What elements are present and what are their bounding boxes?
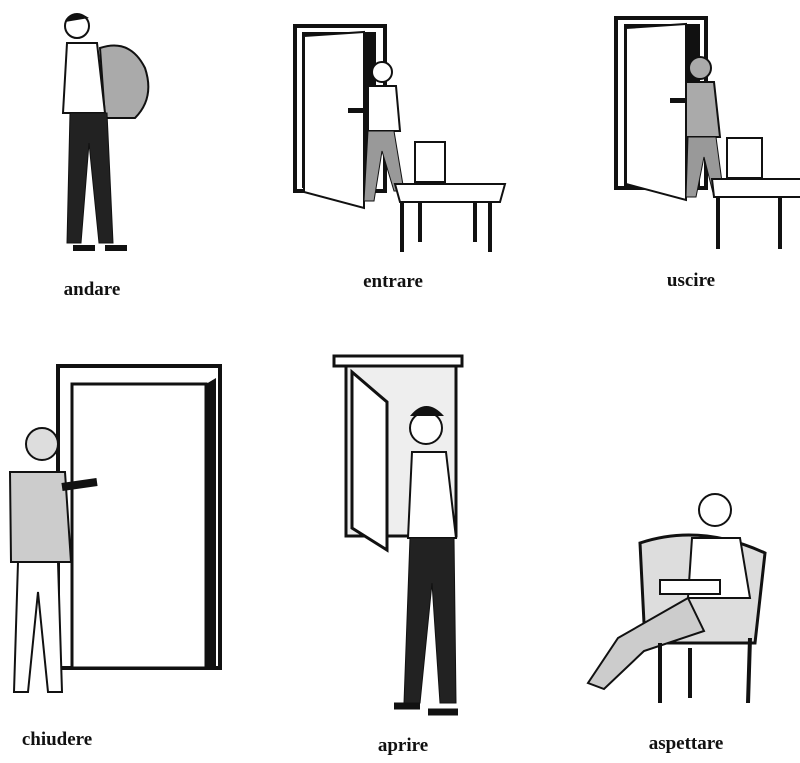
verb-label-aspettare: aspettare <box>648 733 724 754</box>
verb-label-uscire: uscire <box>666 270 716 291</box>
illustration-andare <box>61 13 150 251</box>
verb-label-chiudere: chiudere <box>21 729 93 750</box>
illustration-aprire <box>332 354 464 716</box>
illustration-uscire <box>614 16 800 249</box>
illustration-entrare <box>293 24 507 252</box>
illustration-aspettare <box>586 493 767 704</box>
verb-label-aprire: aprire <box>377 735 429 756</box>
illustration-chiudere <box>8 364 222 693</box>
verb-label-entrare: entrare <box>363 271 423 292</box>
verb-label-andare: andare <box>63 279 121 300</box>
